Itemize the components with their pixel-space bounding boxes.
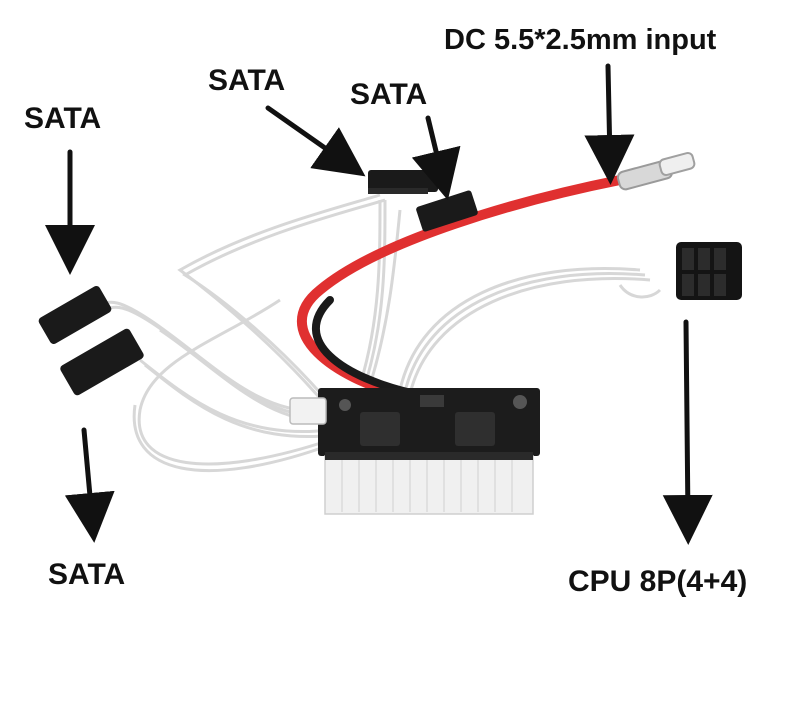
- black-dc-cable: [312, 296, 424, 399]
- sata-connector-left-bottom: [60, 328, 144, 396]
- sata-connector-left-top: [38, 285, 112, 345]
- atx-24pin-connector: [324, 452, 534, 515]
- arrow-icon: [64, 427, 115, 543]
- label-sata-left-top: SATA: [24, 102, 102, 135]
- arrows: [45, 63, 713, 545]
- sata-connector-mid-1: [368, 170, 438, 194]
- white-cable-bundle: [99, 193, 662, 472]
- label-sata-mid-1: SATA: [208, 64, 286, 97]
- label-dc-input: DC 5.5*2.5mm input: [444, 24, 717, 56]
- label-cpu: CPU 8P(4+4): [568, 565, 748, 598]
- label-sata-left-bottom: SATA: [48, 558, 126, 591]
- arrow-icon: [265, 105, 366, 177]
- pcb-board: [289, 388, 540, 456]
- sata-connector-mid-2: [416, 190, 478, 232]
- red-dc-cable: [296, 175, 625, 405]
- arrow-icon: [662, 319, 713, 545]
- cpu-8p-connector: [676, 242, 742, 300]
- arrow-icon: [584, 63, 635, 185]
- arrow-icon: [411, 115, 461, 201]
- label-sata-mid-2: SATA: [350, 78, 428, 111]
